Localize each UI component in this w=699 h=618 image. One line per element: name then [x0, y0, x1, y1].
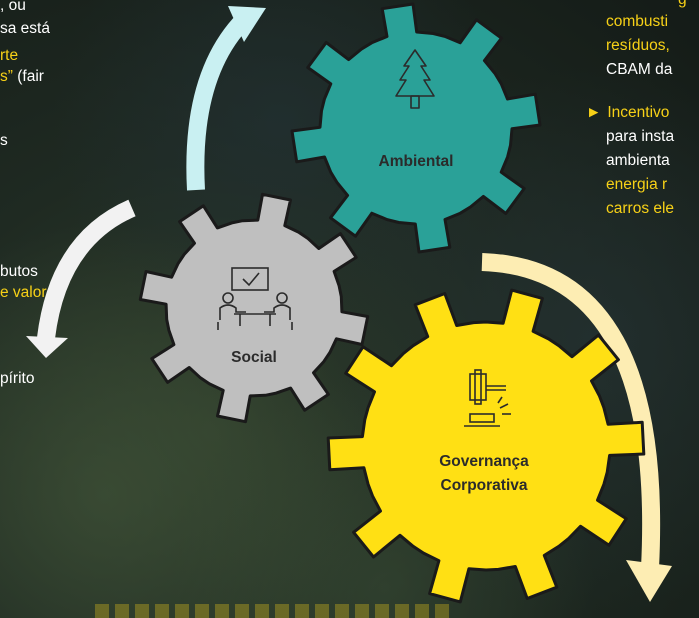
- gear-body: [326, 288, 646, 604]
- left-text-line: sa está: [0, 20, 50, 37]
- gear-social: [138, 192, 370, 424]
- right-text-bullet-line: ► Incentivo: [586, 103, 669, 122]
- right-text-line-highlight: g: [678, 0, 687, 9]
- left-text-line: pírito: [0, 370, 35, 387]
- meeting-icon: [217, 267, 293, 330]
- gavel-icon: [464, 369, 511, 427]
- gear-label-social: Social: [231, 349, 277, 366]
- left-text-line: butos: [0, 263, 38, 280]
- left-text-line-highlight: e valor: [0, 284, 47, 301]
- right-text-line: para insta: [606, 128, 675, 145]
- gear-label-ambiental: Ambiental: [379, 153, 454, 170]
- left-text-highlight: s”: [0, 68, 13, 85]
- arrow-cream: [481, 253, 672, 602]
- left-text-line-highlight: rte: [0, 47, 19, 64]
- right-text-line: ambienta: [606, 152, 670, 169]
- gear-body: [138, 192, 370, 424]
- gear-governanca: [326, 288, 646, 604]
- right-text-line: CBAM da: [606, 61, 673, 78]
- right-text-line-highlight: combusti: [606, 13, 669, 30]
- gear-label-governanca-line2: Corporativa: [441, 477, 528, 494]
- left-text-plain: (fair: [12, 68, 44, 85]
- right-text-line-highlight: resíduos,: [606, 37, 670, 54]
- arrow-white: [26, 199, 136, 358]
- bottom-text-fragment: [95, 604, 455, 618]
- gear-ambiental: [290, 2, 542, 254]
- gear-label-governanca-line1: Governança: [439, 453, 529, 470]
- bullet-text: Incentivo: [607, 104, 670, 121]
- right-text-line-highlight: energia r: [606, 176, 668, 193]
- right-text-line-highlight: carros ele: [606, 200, 675, 217]
- left-text-line: s: [0, 132, 8, 149]
- left-text-line: s” (fair: [0, 67, 44, 86]
- arrow-light-blue: [186, 6, 266, 191]
- tree-icon: [395, 49, 435, 109]
- gear-body: [290, 2, 542, 254]
- left-text-line: , ou: [0, 0, 26, 14]
- bullet-triangle-icon: ►: [586, 104, 602, 121]
